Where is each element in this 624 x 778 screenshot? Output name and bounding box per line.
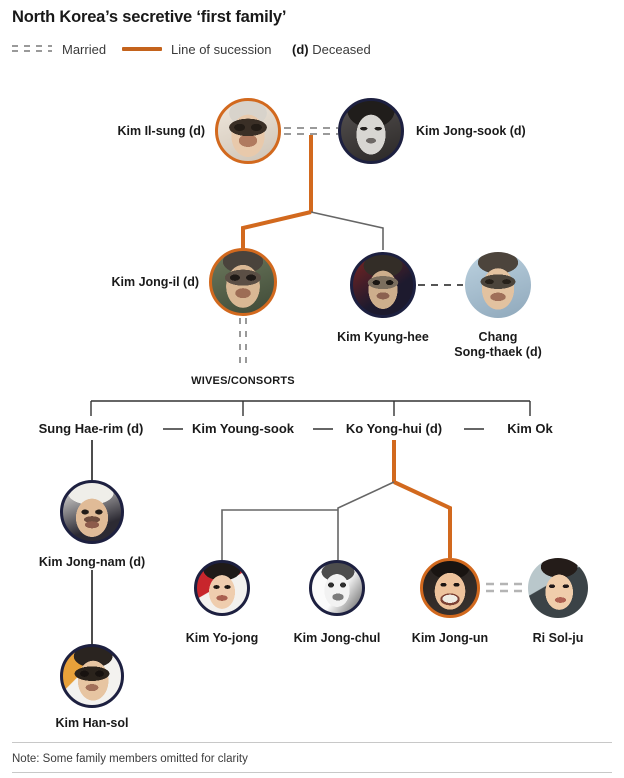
label-kim-yo-jong: Kim Yo-jong <box>185 631 259 645</box>
legend-succession-label: Line of sucession <box>171 41 272 57</box>
label-kim-il-sung: Kim Il-sung (d) <box>117 124 206 138</box>
legend-item-succession: Line of sucession <box>122 38 271 60</box>
succession-line-icon <box>122 47 162 51</box>
label-kim-jong-il: Kim Jong-il (d) <box>111 275 200 289</box>
consort-kim-ok: Kim Ok <box>507 421 553 436</box>
avatar-kim-jong-il <box>209 248 277 316</box>
footer-note: Note: Some family members omitted for cl… <box>12 753 248 765</box>
avatar-chang-song-thaek <box>465 252 531 318</box>
branch-to-yojong-jongchul <box>337 481 395 560</box>
succession-branch-to-jongun <box>393 480 452 558</box>
avatar-kim-kyung-hee <box>350 252 416 318</box>
label-kim-jong-nam: Kim Jong-nam (d) <box>38 555 146 569</box>
marriage-link-ilsung-jongsook <box>284 127 338 135</box>
label-kim-kyung-hee: Kim Kyung-hee <box>337 330 429 344</box>
label-ri-sol-ju: Ri Sol-ju <box>532 631 584 645</box>
married-dash-icon <box>12 44 52 54</box>
consorts-bracket <box>90 400 531 416</box>
consort-sung-hae-rim: Sung Hae-rim (d) <box>38 421 144 436</box>
marriage-link-jongun-risolju <box>486 582 527 593</box>
consort-ko-yong-hui: Ko Yong-hui (d) <box>345 421 443 436</box>
avatar-kim-jong-nam <box>60 480 124 544</box>
footer-divider-bottom <box>12 772 612 773</box>
label-kim-jong-chul: Kim Jong-chul <box>293 631 381 645</box>
legend-deceased-marker: (d) Deceased <box>292 42 371 57</box>
sibling-bar-yojong <box>221 509 338 560</box>
label-chang-song-thaek-line2: Song-thaek (d) <box>454 345 542 359</box>
legend-item-deceased: (d) Deceased <box>292 38 371 60</box>
label-kim-han-sol: Kim Han-sol <box>55 716 129 730</box>
consort-kim-young-sook: Kim Young-sook <box>191 421 295 436</box>
footer-divider-top <box>12 742 612 743</box>
legend-married-label: Married <box>62 41 107 57</box>
avatar-kim-han-sol <box>60 644 124 708</box>
marriage-link-jongil-consorts <box>239 318 247 368</box>
avatar-ri-sol-ju <box>528 558 588 618</box>
label-kim-jong-un: Kim Jong-un <box>411 631 489 645</box>
avatar-kim-jong-sook <box>338 98 404 164</box>
legend-deceased-label: Deceased <box>308 41 371 57</box>
label-kim-jong-sook: Kim Jong-sook (d) <box>416 124 526 138</box>
avatar-kim-jong-chul <box>309 560 365 616</box>
consorts-heading: WIVES/CONSORTS <box>191 375 295 387</box>
avatar-kim-yo-jong <box>194 560 250 616</box>
succession-branch-to-jongil <box>241 210 312 249</box>
page-title: North Korea’s secretive ‘first family’ <box>12 8 287 26</box>
branch-to-kyunghee <box>310 211 384 250</box>
legend-item-married: Married <box>12 38 106 60</box>
deceased-marker-text: (d) <box>292 41 309 57</box>
label-chang-song-thaek-line1: Chang <box>478 330 518 344</box>
avatar-kim-jong-un <box>420 558 480 618</box>
avatar-kim-il-sung <box>215 98 281 164</box>
